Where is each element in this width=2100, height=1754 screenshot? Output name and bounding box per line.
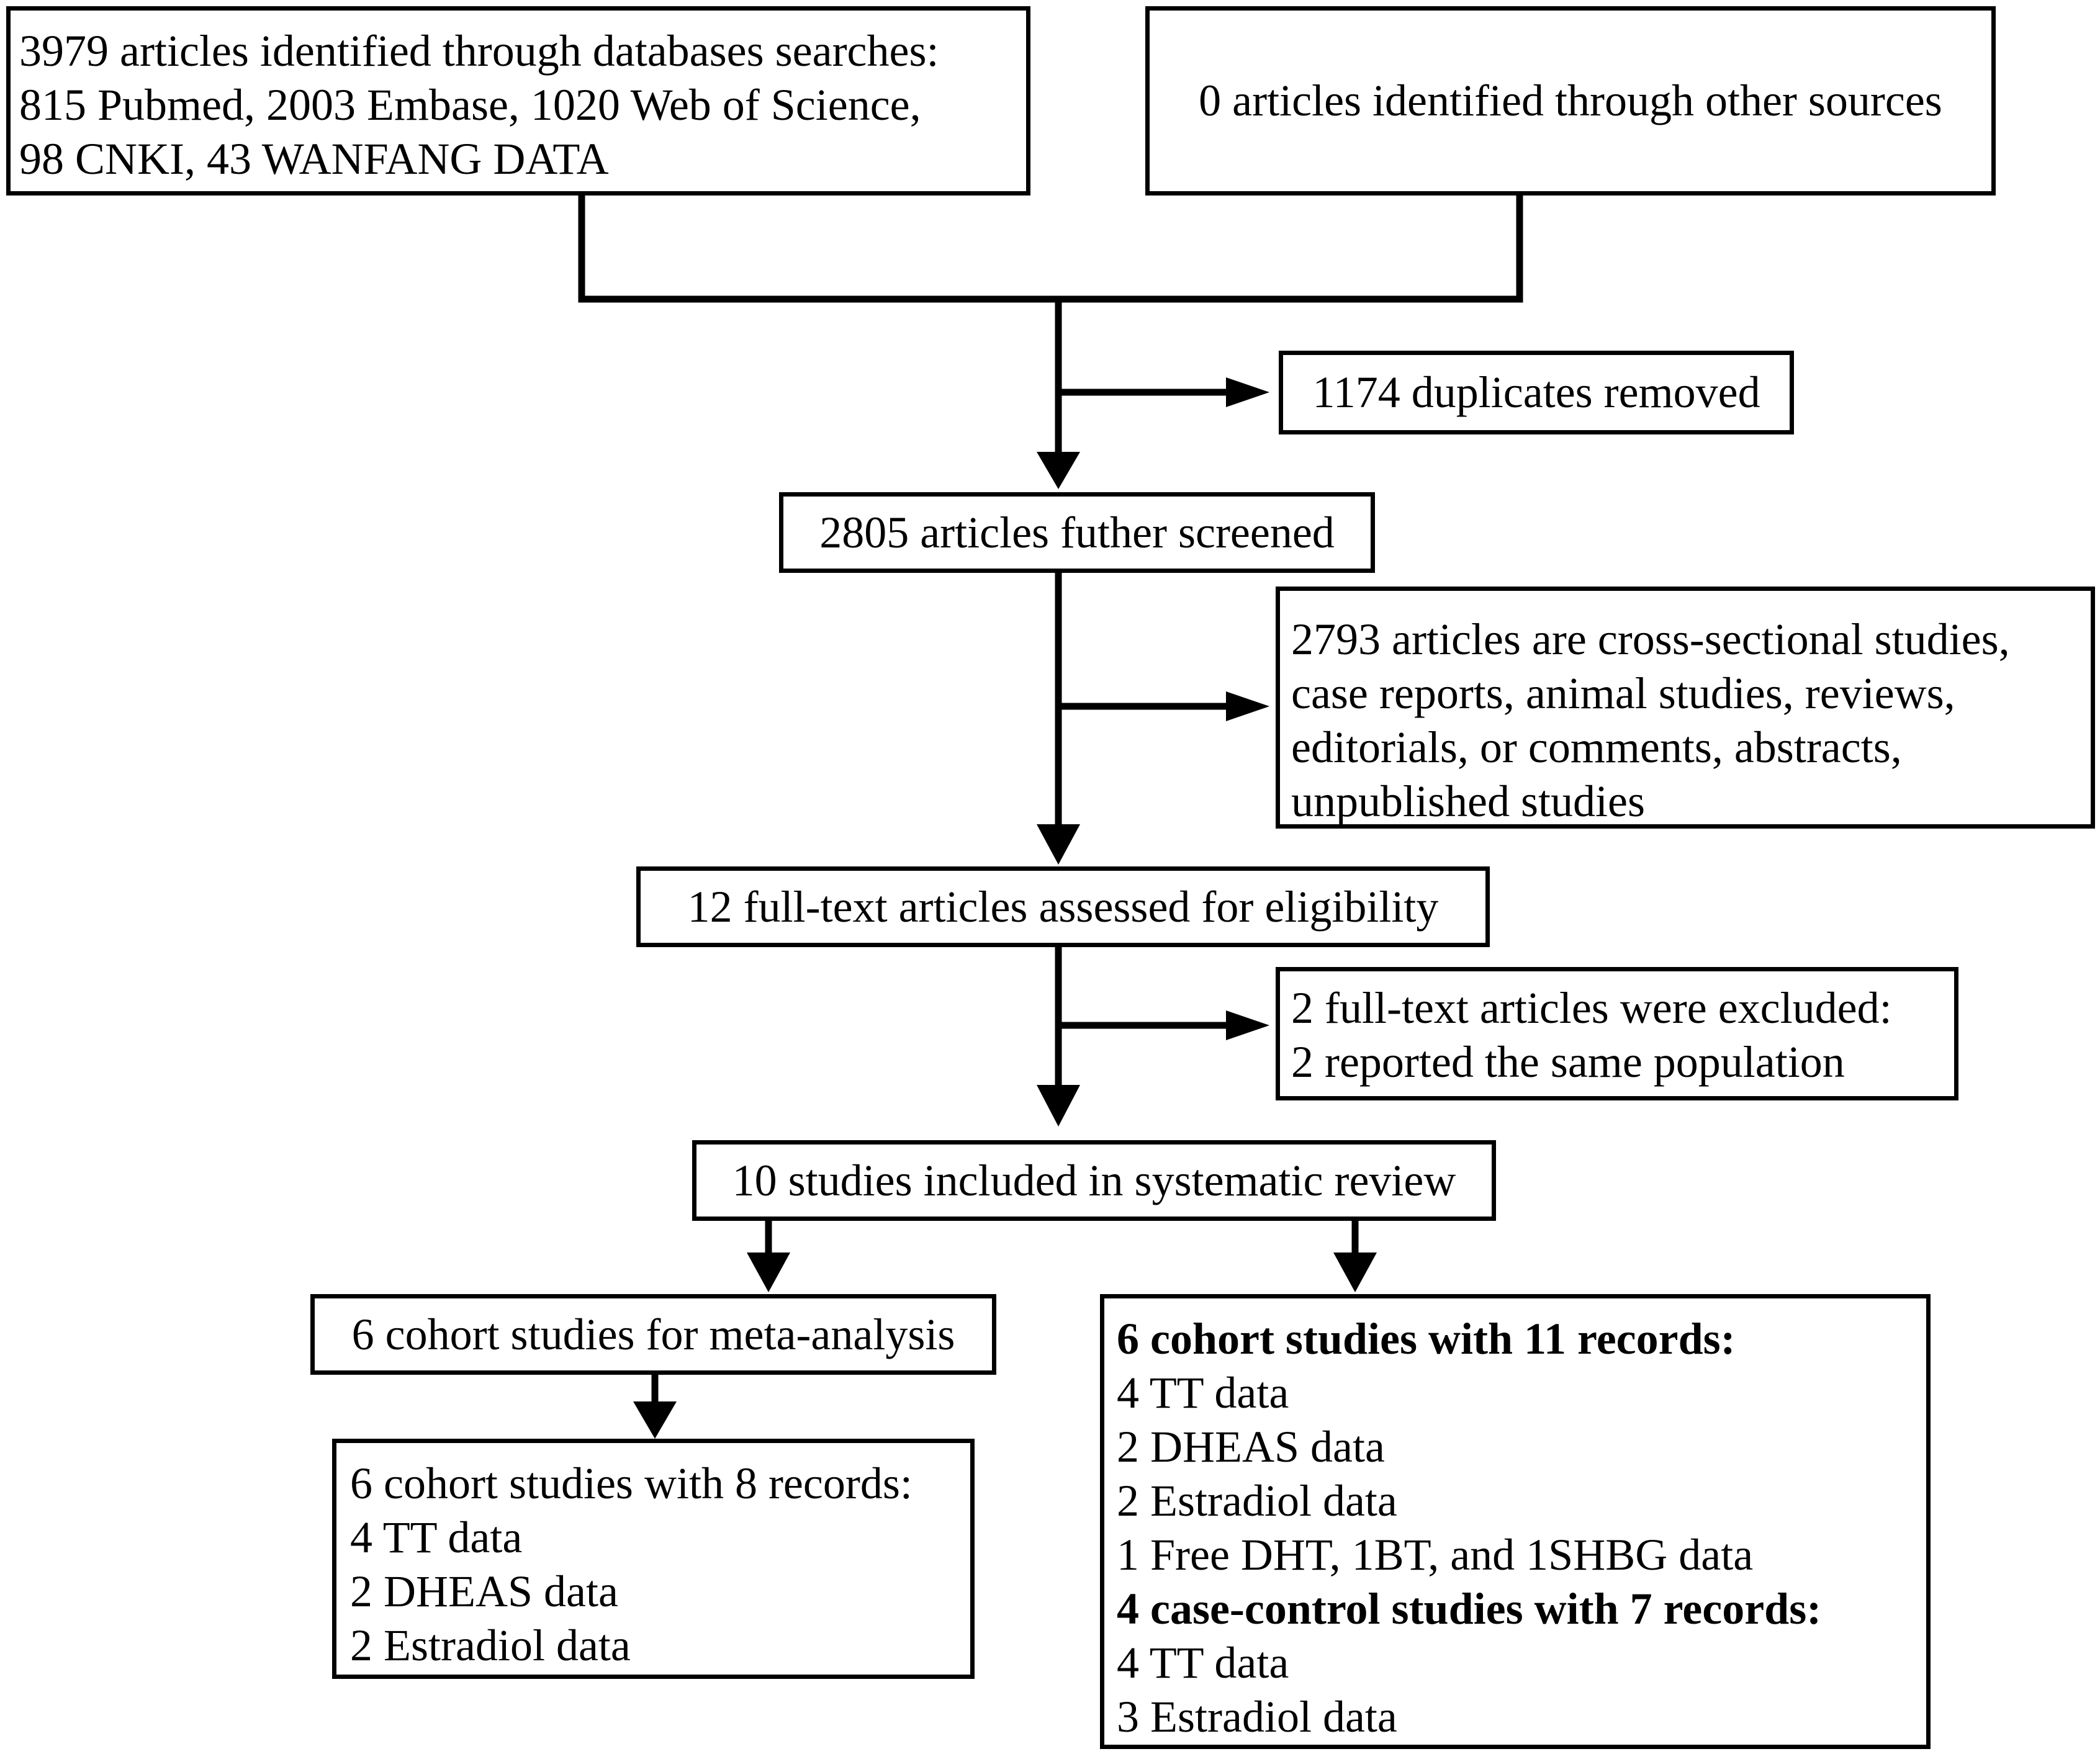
screening-exclusion-line-1: 2793 articles are cross-sectional studie… [1291, 614, 2010, 664]
databases-line-1: 3979 articles identified through databas… [19, 26, 939, 76]
databases-line-2: 815 Pubmed, 2003 Embase, 1020 Web of Sci… [19, 80, 921, 130]
cohort-line-4: 1 Free DHT, 1BT, and 1SHBG data [1117, 1530, 1754, 1580]
arrowhead-systematic-review [1037, 1085, 1080, 1127]
meta-records-box: 6 cohort studies with 8 records: 4 TT da… [332, 1439, 975, 1679]
arrowhead-review-records [1333, 1253, 1377, 1292]
cohort-line-1: 4 TT data [1117, 1368, 1289, 1418]
screening-exclusion-line-4: unpublished studies [1291, 776, 1645, 826]
meta-records-line-2: 4 TT data [350, 1513, 523, 1562]
databases-line-3: 98 CNKI, 43 WANFANG DATA [19, 134, 609, 184]
meta-records-line-1: 6 cohort studies with 8 records: [350, 1459, 913, 1508]
screening-exclusion-line-3: editorials, or comments, abstracts, [1291, 722, 1902, 772]
arrowhead-meta-records [633, 1401, 677, 1439]
fulltext-exclusion-box: 2 full-text articles were excluded: 2 re… [1276, 967, 1958, 1100]
duplicates-text: 1174 duplicates removed [1312, 367, 1760, 417]
cohort-heading: 6 cohort studies with 11 records: [1117, 1314, 1736, 1364]
arrowhead-screened [1037, 452, 1080, 489]
databases-search-box: 3979 articles identified through databas… [6, 6, 1030, 196]
case-control-heading: 4 case-control studies with 7 records: [1117, 1584, 1822, 1634]
fulltext-text: 12 full-text articles assessed for eligi… [687, 881, 1439, 932]
case-control-line-1: 4 TT data [1117, 1638, 1289, 1688]
systematic-review-box: 10 studies included in systematic review [692, 1140, 1496, 1221]
other-sources-box: 0 articles identified through other sour… [1145, 6, 1996, 196]
arrowhead-fulltext-exclusion [1226, 1010, 1269, 1040]
fulltext-box: 12 full-text articles assessed for eligi… [636, 866, 1490, 947]
arrowhead-fulltext [1037, 824, 1080, 865]
duplicates-box: 1174 duplicates removed [1279, 351, 1794, 434]
cohort-line-2: 2 DHEAS data [1117, 1422, 1385, 1472]
merge-connector [578, 192, 1523, 303]
fulltext-exclusion-line-2: 2 reported the same population [1291, 1037, 1845, 1087]
other-sources-text: 0 articles identified through other sour… [1199, 76, 1942, 125]
screening-exclusion-box: 2793 articles are cross-sectional studie… [1276, 587, 2095, 829]
meta-analysis-box: 6 cohort studies for meta-analysis [310, 1294, 996, 1375]
case-control-line-2: 3 Estradiol data [1117, 1692, 1397, 1742]
arrowhead-duplicates [1226, 377, 1269, 407]
screening-exclusion-line-2: case reports, animal studies, reviews, [1291, 668, 1955, 718]
fulltext-exclusion-line-1: 2 full-text articles were excluded: [1291, 983, 1892, 1033]
cohort-line-3: 2 Estradiol data [1117, 1476, 1397, 1526]
screened-text: 2805 articles futher screened [819, 507, 1335, 557]
meta-analysis-text: 6 cohort studies for meta-analysis [351, 1309, 955, 1359]
screened-box: 2805 articles futher screened [779, 492, 1375, 573]
arrowhead-screening-exclusion [1226, 691, 1269, 721]
review-records-box: 6 cohort studies with 11 records: 4 TT d… [1100, 1294, 1931, 1749]
arrowhead-meta-analysis [747, 1253, 790, 1292]
meta-records-line-3: 2 DHEAS data [350, 1567, 618, 1616]
systematic-review-text: 10 studies included in systematic review [732, 1155, 1456, 1205]
meta-records-line-4: 2 Estradiol data [350, 1621, 631, 1670]
